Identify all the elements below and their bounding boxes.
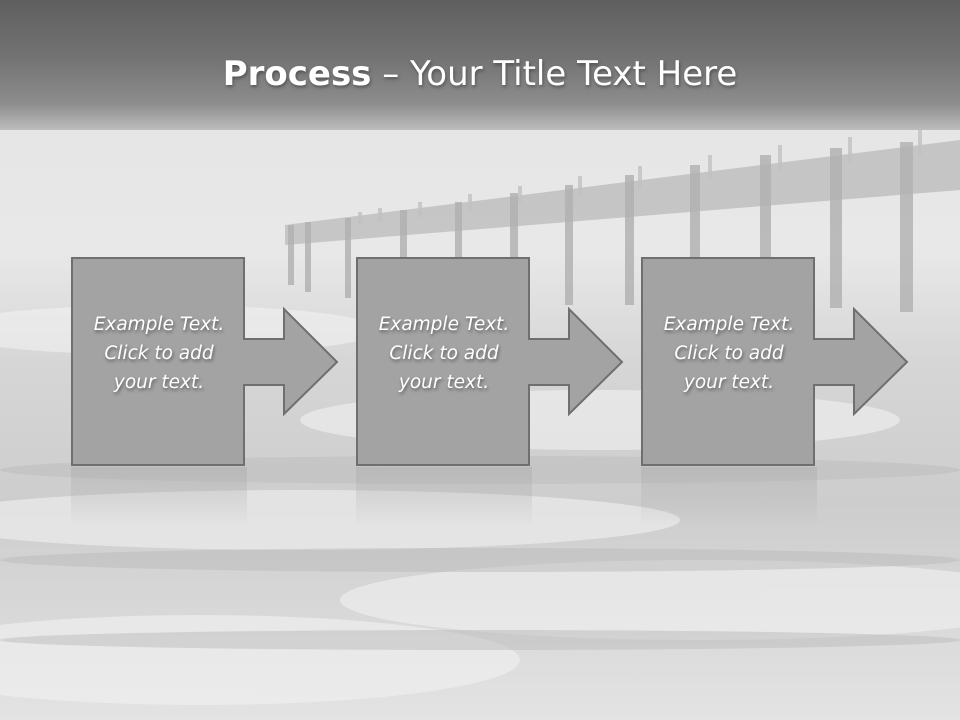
step-text-line: your text. bbox=[398, 372, 490, 393]
step-arrow-shape bbox=[356, 257, 624, 466]
slide-title[interactable]: Process – Your Title Text Here bbox=[0, 52, 960, 96]
title-rest-text: – Your Title Text Here bbox=[371, 54, 738, 94]
step-arrow-shape bbox=[71, 257, 339, 466]
process-step-3[interactable]: Example Text. Click to add your text. bbox=[641, 257, 960, 527]
step-text-line: your text. bbox=[113, 372, 205, 393]
step-text[interactable]: Example Text. Click to add your text. bbox=[643, 310, 815, 397]
step-text-line: Example Text. bbox=[378, 314, 510, 335]
step-text-line: Click to add bbox=[104, 343, 214, 364]
step-text-line: Click to add bbox=[674, 343, 784, 364]
title-bold-text: Process bbox=[222, 54, 372, 94]
step-text-line: your text. bbox=[683, 372, 775, 393]
step-text-line: Example Text. bbox=[663, 314, 795, 335]
step-text[interactable]: Example Text. Click to add your text. bbox=[358, 310, 530, 397]
title-band bbox=[0, 0, 960, 130]
step-text-line: Example Text. bbox=[93, 314, 225, 335]
step-text[interactable]: Example Text. Click to add your text. bbox=[73, 310, 245, 397]
step-arrow-shape bbox=[641, 257, 909, 466]
step-text-line: Click to add bbox=[389, 343, 499, 364]
